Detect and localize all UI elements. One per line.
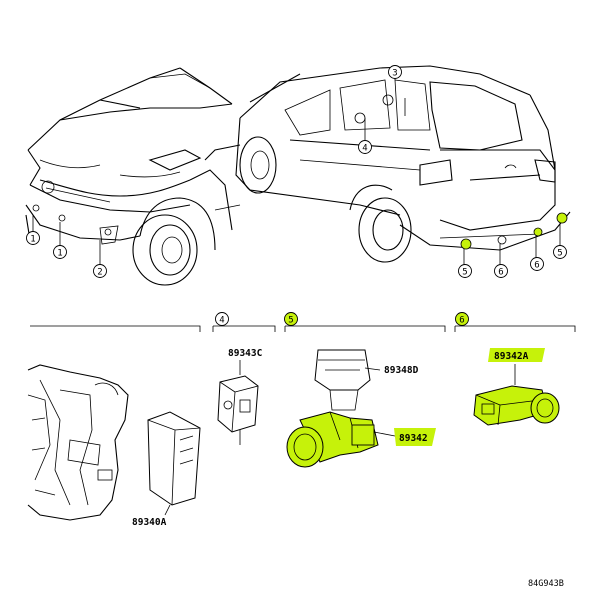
sensor-highlight-6a [497,235,507,245]
callout-rear-5a: 5 [458,264,472,278]
bumper-bracket-illustration [27,364,129,521]
section-5-marker: 5 [284,312,298,326]
svg-text:6: 6 [459,316,464,326]
sensor-highlight-5a [460,238,472,250]
part-89348d-retainer: 89348D [314,349,419,411]
svg-text:1: 1 [57,249,62,259]
svg-text:5: 5 [462,268,467,278]
front-vehicle-illustration [25,67,241,286]
svg-text:4: 4 [219,316,224,326]
callout-front-1-left: 1 [26,231,40,245]
part-89343c: 89343C [217,348,263,445]
part-label-89342a: 89342A [494,351,529,362]
sensor-highlight-6b [533,227,543,237]
part-label-89348d: 89348D [384,365,419,376]
part-89342-sensor: 89342 [286,411,436,468]
svg-text:2: 2 [97,268,102,278]
section-6-marker: 6 [455,312,469,326]
callout-rear-6a: 6 [494,264,508,278]
callout-rear-6b: 6 [530,257,544,271]
rear-vehicle-illustration [235,65,571,265]
rear-sensor-highlights [32,204,568,250]
svg-text:6: 6 [498,268,503,278]
part-89342a-sensor: 89342A [473,348,560,426]
callout-rear-4: 4 [358,140,372,154]
part-label-89342: 89342 [399,433,428,444]
sensor-highlight-5b [556,212,568,224]
callouts: 1 1 2 3 4 5 6 6 [26,65,567,278]
svg-text:4: 4 [362,144,367,154]
callout-rear-5b: 5 [553,245,567,259]
section-4-marker: 4 [215,312,229,326]
callout-front-1: 1 [53,245,67,259]
callout-front-2: 2 [93,264,107,278]
callout-rear-3: 3 [388,65,402,79]
part-label-89343c: 89343C [228,348,263,359]
part-89340a-ecu: 89340A [132,411,201,528]
svg-text:5: 5 [288,316,293,326]
svg-text:1: 1 [30,235,35,245]
part-label-89340a: 89340A [132,517,167,528]
diagram-code: 84G943B [528,579,564,589]
section-headers: 4 5 6 [30,312,576,332]
svg-text:3: 3 [392,69,397,79]
svg-text:6: 6 [534,261,539,271]
svg-text:5: 5 [557,249,562,259]
